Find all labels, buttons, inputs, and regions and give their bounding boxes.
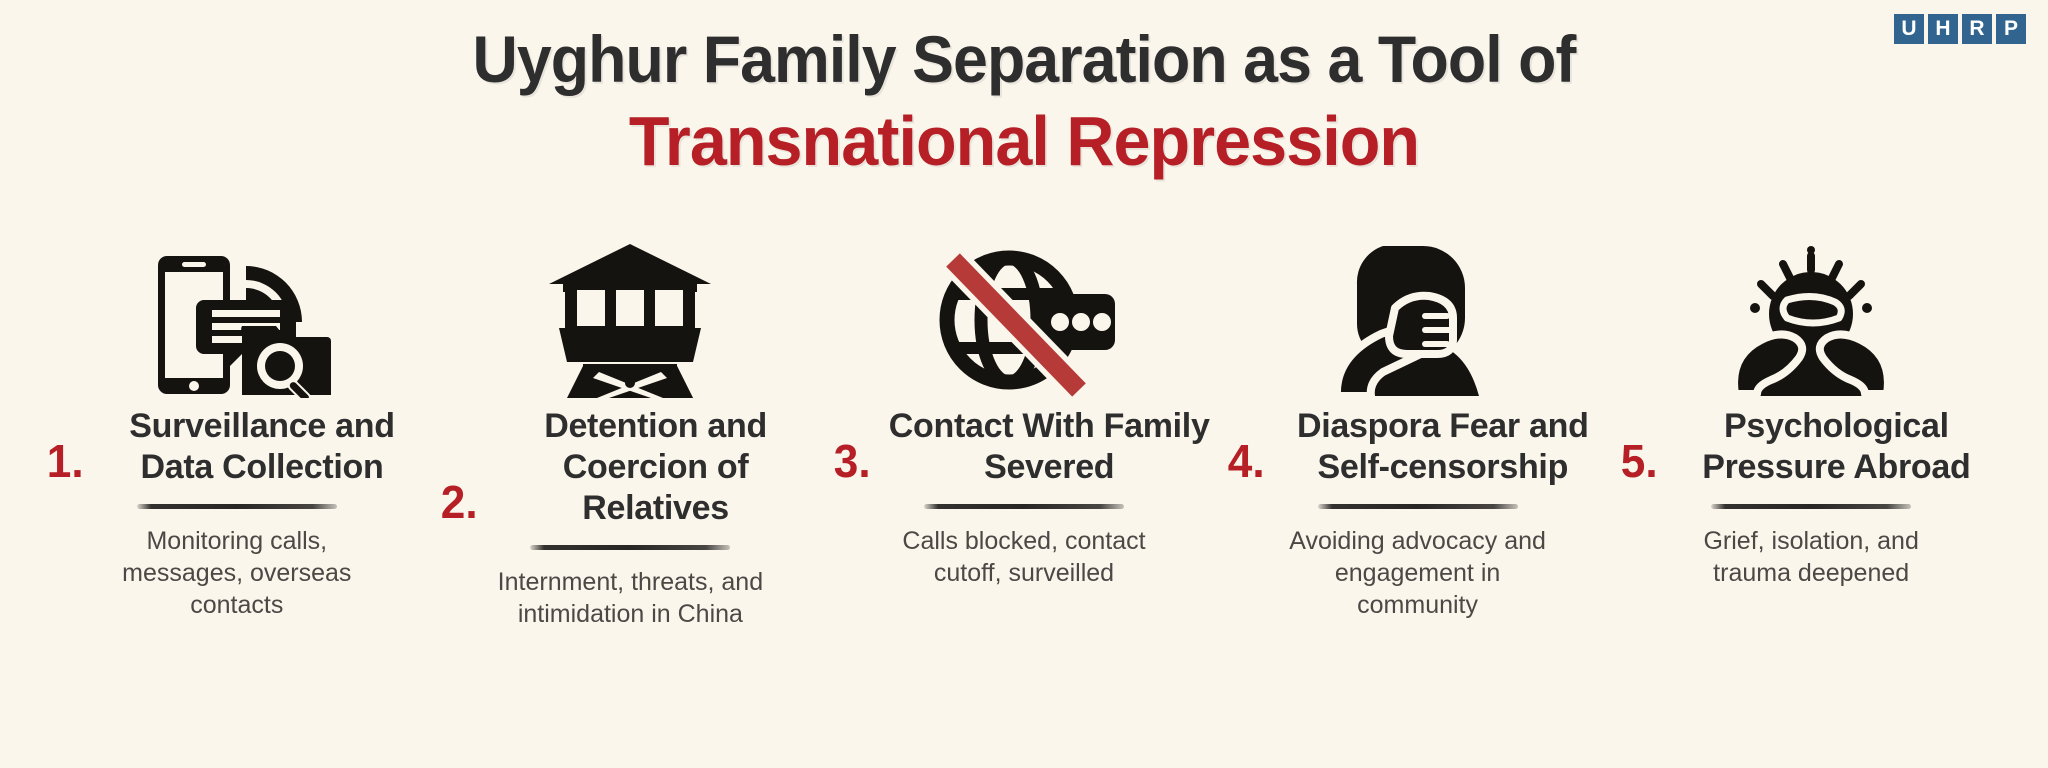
divider-2 <box>530 545 731 550</box>
page-title: Uyghur Family Separation as a Tool of Tr… <box>0 20 2048 184</box>
step-caption-2: Internment, threats, and intimidation in… <box>497 568 764 628</box>
uhrp-logo: U H R P <box>1894 14 2026 44</box>
phone-wifi-chat-folder-search-icon <box>142 238 332 398</box>
step-column-2: 2. Detention and Coercion of Relatives I… <box>434 238 828 630</box>
step-column-5: 5. Psychological Pressure Abroad Grief, … <box>1614 238 2008 589</box>
step-column-1: 1. Surveillance and Data Collection Moni… <box>40 238 434 621</box>
person-head-in-hands-stress-icon <box>1721 238 1901 398</box>
step-heading-row-2: 2. Detention and Coercion of Relatives <box>434 406 828 529</box>
logo-tile-u: U <box>1894 14 1924 44</box>
steps-row: 1. Surveillance and Data Collection Moni… <box>40 238 2008 630</box>
title-line-accent: Transnational Repression <box>628 102 1420 180</box>
step-heading-3: Contact With Family Severed <box>888 407 1210 486</box>
divider-1 <box>136 504 337 509</box>
step-heading-row-5: 5. Psychological Pressure Abroad <box>1614 406 2008 488</box>
title-line-primary: Uyghur Family Separation as a Tool of <box>472 22 1577 96</box>
logo-tile-h: H <box>1928 14 1958 44</box>
step-heading-row-1: 1. Surveillance and Data Collection <box>40 406 434 488</box>
step-heading-1: Surveillance and Data Collection <box>129 407 395 486</box>
globe-blocked-chat-icon <box>929 238 1119 398</box>
step-heading-5: Psychological Pressure Abroad <box>1702 407 1971 486</box>
step-caption-1: Monitoring calls, messages, overseas con… <box>122 527 352 619</box>
step-heading-row-3: 3. Contact With Family Severed <box>827 406 1221 488</box>
step-number-4: 4. <box>1227 435 1265 487</box>
step-number-5: 5. <box>1621 435 1658 487</box>
guard-watchtower-icon <box>545 238 715 398</box>
step-caption-3: Calls blocked, contact cutoff, surveille… <box>902 527 1146 587</box>
divider-5 <box>1711 504 1912 509</box>
logo-tile-p: P <box>1996 14 2026 44</box>
step-caption-4: Avoiding advocacy and engagement in comm… <box>1289 527 1546 619</box>
step-number-3: 3. <box>833 435 871 487</box>
step-column-3: 3. Contact With Family Severed Calls blo… <box>827 238 1221 589</box>
step-number-2: 2. <box>440 476 478 528</box>
step-heading-row-4: 4. Diaspora Fear and Self-censorship <box>1221 406 1615 488</box>
divider-4 <box>1317 504 1518 509</box>
step-number-1: 1. <box>46 435 84 487</box>
step-heading-2: Detention and Coercion of Relatives <box>544 407 767 527</box>
divider-3 <box>923 504 1124 509</box>
step-heading-4: Diaspora Fear and Self-censorship <box>1296 407 1589 486</box>
step-column-4: 4. Diaspora Fear and Self-censorship Avo… <box>1221 238 1615 621</box>
step-caption-5: Grief, isolation, and trauma deepened <box>1703 527 1919 587</box>
person-hand-over-mouth-icon <box>1332 238 1503 398</box>
logo-tile-r: R <box>1962 14 1992 44</box>
